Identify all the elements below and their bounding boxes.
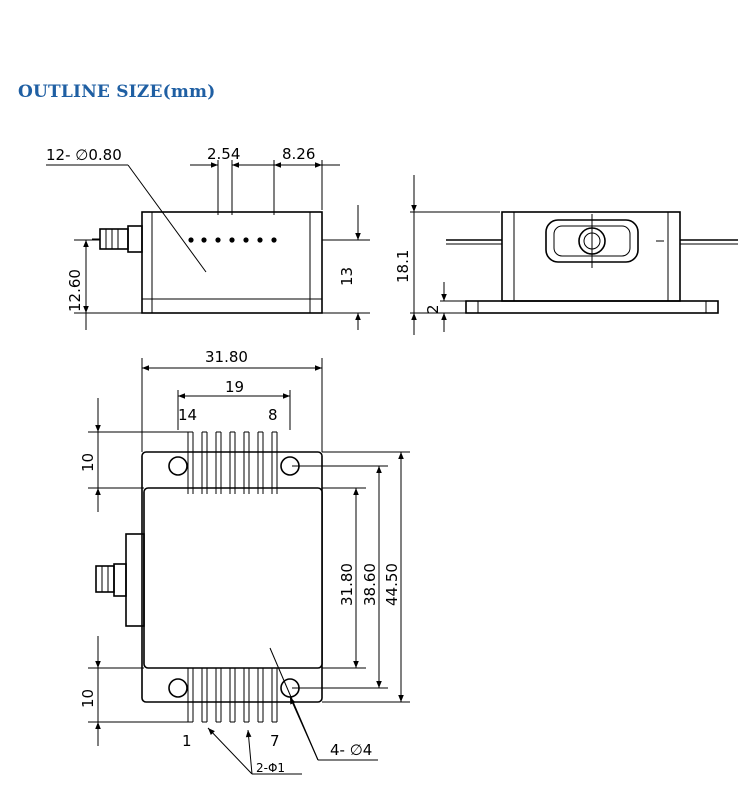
base-thickness-label: 2 (424, 304, 442, 314)
side-height-label: 18.1 (394, 250, 412, 283)
front-view-body (143, 487, 323, 669)
mount-hole (168, 678, 188, 698)
pin-span-label: 19 (225, 378, 244, 396)
side-view-body (501, 211, 681, 302)
pin-holes-label: 2-Φ1 (256, 761, 285, 775)
top-view-pin-row (188, 237, 277, 243)
side-view-base (465, 300, 719, 314)
pin-8-label: 8 (268, 406, 278, 424)
offset-label: 8.26 (282, 145, 315, 163)
body-height-label: 31.80 (338, 563, 356, 606)
total-height-label: 44.50 (383, 563, 401, 606)
top-view-connector (127, 225, 143, 253)
top-view-body (141, 211, 323, 314)
bottom-pin-row (187, 668, 278, 723)
side-view: 18.1 2 (394, 175, 738, 335)
pin-1-label: 1 (182, 732, 192, 750)
mount-hole (168, 456, 188, 476)
outline-size-heading: OUTLINE SIZE(mm) (18, 82, 216, 102)
top-pin-row (187, 431, 278, 494)
front-view: 31.80 19 14 8 10 10 31.80 38.60 (79, 348, 410, 775)
pin-14-label: 14 (178, 406, 197, 424)
front-width-label: 31.80 (205, 348, 248, 366)
height-left-label: 12.60 (66, 269, 84, 312)
pin-7-label: 7 (270, 732, 280, 750)
pins-diameter-label: 12- ∅0.80 (46, 146, 122, 164)
bottom-margin-label: 10 (79, 689, 97, 708)
height-right-label: 13 (338, 267, 356, 286)
mount-holes-label: 4- ∅4 (330, 741, 372, 759)
flange-height-label: 38.60 (361, 563, 379, 606)
pitch-label: 2.54 (207, 145, 240, 163)
top-margin-label: 10 (79, 453, 97, 472)
top-view: 12- ∅0.80 2.54 8.26 12.60 13 (46, 145, 370, 330)
